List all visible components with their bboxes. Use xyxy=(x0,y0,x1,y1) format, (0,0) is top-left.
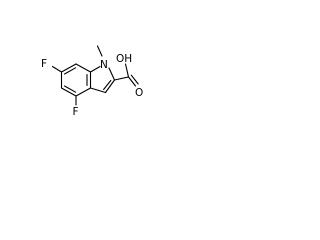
atom-labels: F F N OH O xyxy=(41,53,143,118)
bond-c2-carboxyl xyxy=(113,76,130,81)
bond-carboxyl-o-double xyxy=(130,74,139,85)
fluorine-label-c6: F xyxy=(41,58,47,70)
bond-c7a-n1 xyxy=(89,65,101,73)
carbonyl-oxygen-label: O xyxy=(135,87,143,99)
bond-c4-c3a xyxy=(75,87,92,97)
bond-c3-c3a xyxy=(89,87,107,94)
nitrogen-label: N xyxy=(100,59,108,71)
bond-c7a-c7 xyxy=(75,63,92,73)
bond-c2-c3 xyxy=(104,79,116,94)
bond-c2-c3-inner xyxy=(103,79,112,91)
bond-n1-methyl xyxy=(96,45,103,57)
bond-c6-f xyxy=(51,65,63,73)
bond-c5-c4-inner xyxy=(64,85,77,93)
bond-c7-c6-inner xyxy=(64,67,77,75)
bond-c5-c4 xyxy=(60,87,77,97)
bond-n1-c2 xyxy=(108,67,116,81)
bond-c7-c6 xyxy=(60,63,77,73)
molecule-structure: F F N OH O xyxy=(41,45,143,118)
bonds xyxy=(51,45,139,106)
bond-carboxyl-o xyxy=(127,76,137,87)
bond-carboxyl-oh xyxy=(124,63,130,78)
fluorine-label-c4: F xyxy=(73,106,79,118)
hydroxyl-label: OH xyxy=(116,53,132,65)
